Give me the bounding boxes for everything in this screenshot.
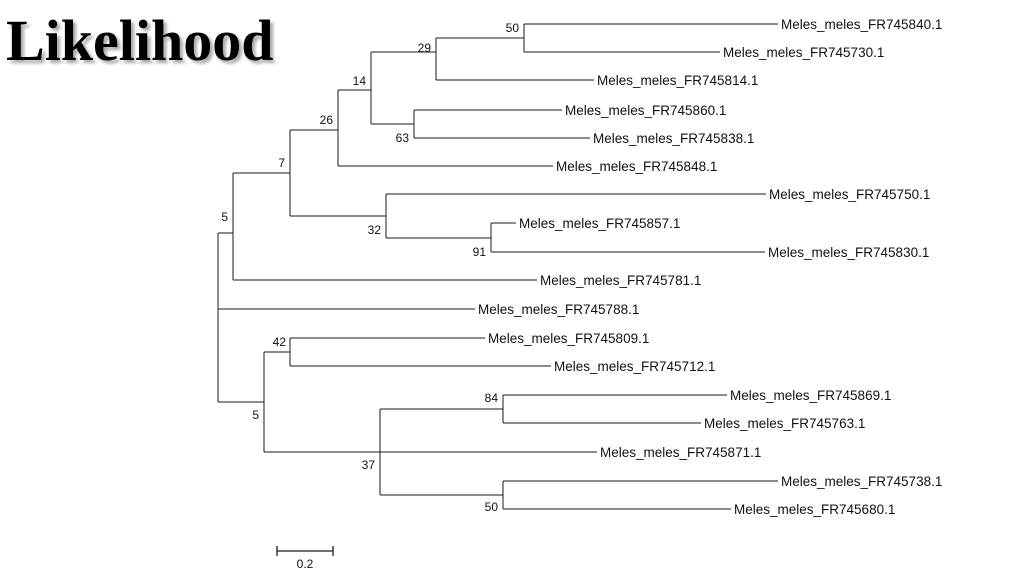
leaf-label: Meles_meles_FR745712.1 bbox=[554, 359, 715, 374]
tree-branches bbox=[217, 23, 778, 510]
bootstrap-value: 84 bbox=[485, 391, 499, 405]
bootstrap-value: 50 bbox=[485, 500, 499, 514]
bootstrap-value: 63 bbox=[396, 131, 410, 145]
leaf-label: Meles_meles_FR745830.1 bbox=[768, 245, 929, 260]
leaf-label: Meles_meles_FR745857.1 bbox=[519, 216, 680, 231]
bootstrap-value: 37 bbox=[362, 458, 376, 472]
bootstrap-value: 14 bbox=[353, 74, 367, 88]
bootstrap-value: 91 bbox=[473, 245, 487, 259]
bootstrap-value: 29 bbox=[418, 41, 432, 55]
leaf-label: Meles_meles_FR745680.1 bbox=[734, 502, 895, 517]
scale-bar-label: 0.2 bbox=[297, 557, 314, 571]
bootstrap-value: 7 bbox=[278, 156, 285, 170]
bootstrap-value: 5 bbox=[252, 408, 259, 422]
leaf-label: Meles_meles_FR745750.1 bbox=[769, 187, 930, 202]
leaf-label: Meles_meles_FR745871.1 bbox=[600, 445, 761, 460]
bootstrap-value: 32 bbox=[368, 223, 382, 237]
bootstrap-value: 5 bbox=[221, 210, 228, 224]
leaf-labels: Meles_meles_FR745840.1Meles_meles_FR7457… bbox=[478, 17, 942, 517]
leaf-label: Meles_meles_FR745781.1 bbox=[540, 273, 701, 288]
leaf-label: Meles_meles_FR745840.1 bbox=[781, 17, 942, 32]
slide-title: Likelihood bbox=[6, 8, 274, 73]
bootstrap-value: 50 bbox=[506, 21, 520, 35]
leaf-label: Meles_meles_FR745788.1 bbox=[478, 302, 639, 317]
leaf-label: Meles_meles_FR745730.1 bbox=[723, 45, 884, 60]
leaf-label: Meles_meles_FR745869.1 bbox=[730, 388, 891, 403]
bootstrap-labels: 50 29 14 63 26 7 32 91 5 42 84 37 50 5 bbox=[221, 21, 519, 514]
leaf-label: Meles_meles_FR745848.1 bbox=[556, 159, 717, 174]
bootstrap-value: 26 bbox=[320, 113, 334, 127]
leaf-label: Meles_meles_FR745809.1 bbox=[488, 331, 649, 346]
scale-bar: 0.2 bbox=[276, 546, 334, 571]
leaf-label: Meles_meles_FR745838.1 bbox=[593, 131, 754, 146]
leaf-label: Meles_meles_FR745860.1 bbox=[565, 103, 726, 118]
leaf-label: Meles_meles_FR745814.1 bbox=[597, 73, 758, 88]
leaf-label: Meles_meles_FR745738.1 bbox=[781, 474, 942, 489]
leaf-label: Meles_meles_FR745763.1 bbox=[704, 416, 865, 431]
bootstrap-value: 42 bbox=[273, 335, 287, 349]
